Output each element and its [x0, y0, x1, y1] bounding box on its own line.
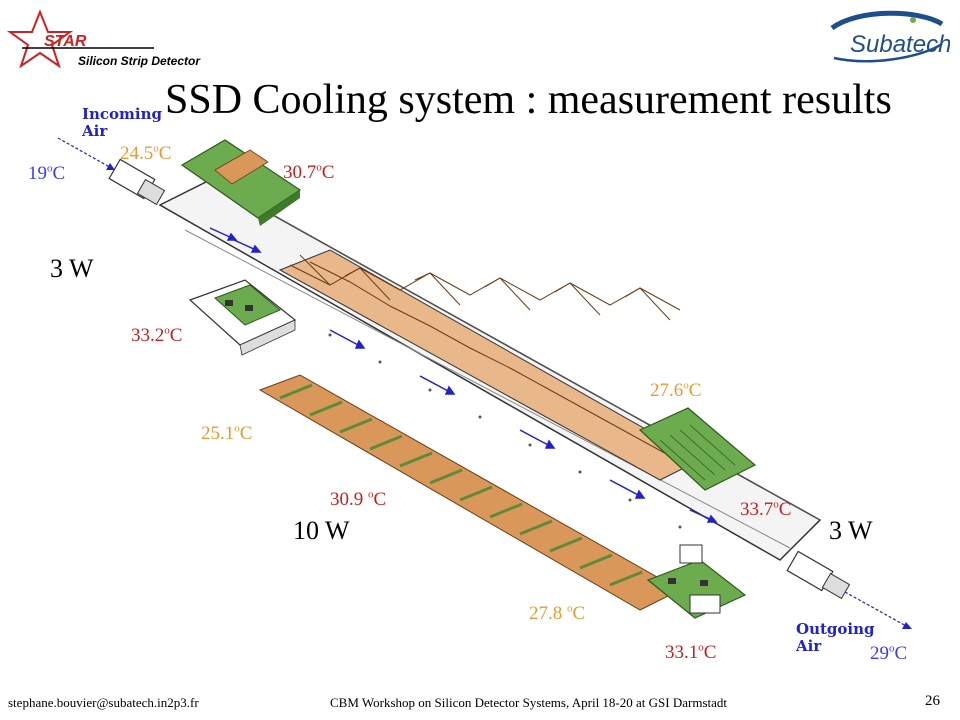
temp-t8-value: 27.8 [529, 603, 567, 624]
temp-outlet-unit: C [894, 643, 908, 664]
temp-t2: 30.7oC [283, 162, 334, 184]
outgoing-air-line2: Air [796, 637, 822, 655]
temp-t3-unit: C [169, 325, 183, 346]
inlet-connector [108, 158, 166, 206]
temp-t6-unit: C [373, 489, 387, 510]
temp-t7-value: 33.7 [740, 499, 774, 520]
incoming-air-label: Incoming Air [82, 106, 162, 140]
bottom-electronics-box [646, 544, 747, 619]
star-logo-text: STAR [44, 33, 87, 50]
temp-outlet: 29oC [870, 643, 907, 665]
subatech-logo: Subatech [820, 6, 951, 68]
degree-symbol: o [889, 642, 895, 655]
temp-outlet-value: 29 [870, 643, 889, 664]
temp-t5-unit: C [239, 423, 253, 444]
top-left-board [180, 139, 302, 226]
degree-symbol: o [316, 161, 322, 174]
temp-t6-value: 30.9 [330, 489, 368, 510]
temp-inlet-unit: C [52, 163, 66, 184]
temp-t8: 27.8 oC [529, 603, 585, 625]
temp-t4-unit: C [688, 380, 702, 401]
degree-symbol: o [698, 641, 704, 654]
degree-symbol: o [164, 324, 170, 337]
temp-t9-value: 33.1 [665, 642, 699, 663]
temp-t4-value: 27.6 [650, 380, 684, 401]
outgoing-air-arrow [844, 591, 909, 628]
power-center: 10 W [293, 516, 350, 545]
power-right: 3 W [829, 516, 873, 545]
temp-t7-unit: C [778, 499, 792, 520]
outgoing-air-line1: Outgoing [796, 620, 875, 638]
page-number: 26 [925, 693, 940, 709]
star-logo-icon: STAR [6, 9, 154, 69]
airflow-arrows [209, 227, 718, 523]
right-board [638, 407, 757, 491]
degree-symbol: o [47, 162, 53, 175]
degree-symbol: o [153, 142, 159, 155]
temp-t4: 27.6oC [650, 380, 701, 402]
temp-t3-value: 33.2 [131, 325, 165, 346]
temp-t9: 33.1oC [665, 642, 716, 664]
incoming-air-line2: Air [82, 122, 108, 140]
temp-t5: 25.1oC [201, 423, 252, 445]
temp-t8-unit: C [572, 603, 586, 624]
degree-symbol: o [567, 602, 573, 615]
incoming-air-line1: Incoming [82, 105, 163, 123]
subatech-logo-icon: Subatech [830, 10, 951, 63]
degree-symbol: o [683, 379, 689, 392]
star-subtitle: Silicon Strip Detector [78, 54, 201, 68]
module-strip [258, 374, 682, 611]
outgoing-air-label: Outgoing Air [796, 621, 875, 655]
footer-email: stephane.bouvier@subatech.in2p3.fr [8, 695, 199, 710]
power-left: 3 W [50, 254, 94, 283]
temp-t1: 24.5oC [120, 143, 171, 165]
temp-t7: 33.7oC [740, 499, 791, 521]
temp-inlet: 19oC [28, 163, 65, 185]
temp-t5-value: 25.1 [201, 423, 235, 444]
degree-symbol: o [368, 488, 374, 501]
footer-event: CBM Workshop on Silicon Detector Systems… [330, 695, 727, 710]
temp-t1-value: 24.5 [120, 143, 154, 164]
temp-t9-unit: C [703, 642, 717, 663]
degree-symbol: o [234, 422, 240, 435]
temp-t2-unit: C [321, 162, 335, 183]
page-title: SSD Cooling system : measurement results [165, 77, 892, 123]
temp-t3: 33.2oC [131, 325, 182, 347]
subatech-logo-text: Subatech [850, 31, 950, 58]
temp-t1-unit: C [158, 143, 172, 164]
degree-symbol: o [773, 498, 779, 511]
temp-inlet-value: 19 [28, 163, 47, 184]
temp-t2-value: 30.7 [283, 162, 317, 183]
outlet-connector [786, 550, 851, 600]
star-logo: STAR Silicon Strip Detector [4, 8, 214, 74]
incoming-air-arrow [57, 137, 116, 171]
left-electronics-box [188, 279, 297, 356]
temp-t6: 30.9 oC [330, 489, 386, 511]
